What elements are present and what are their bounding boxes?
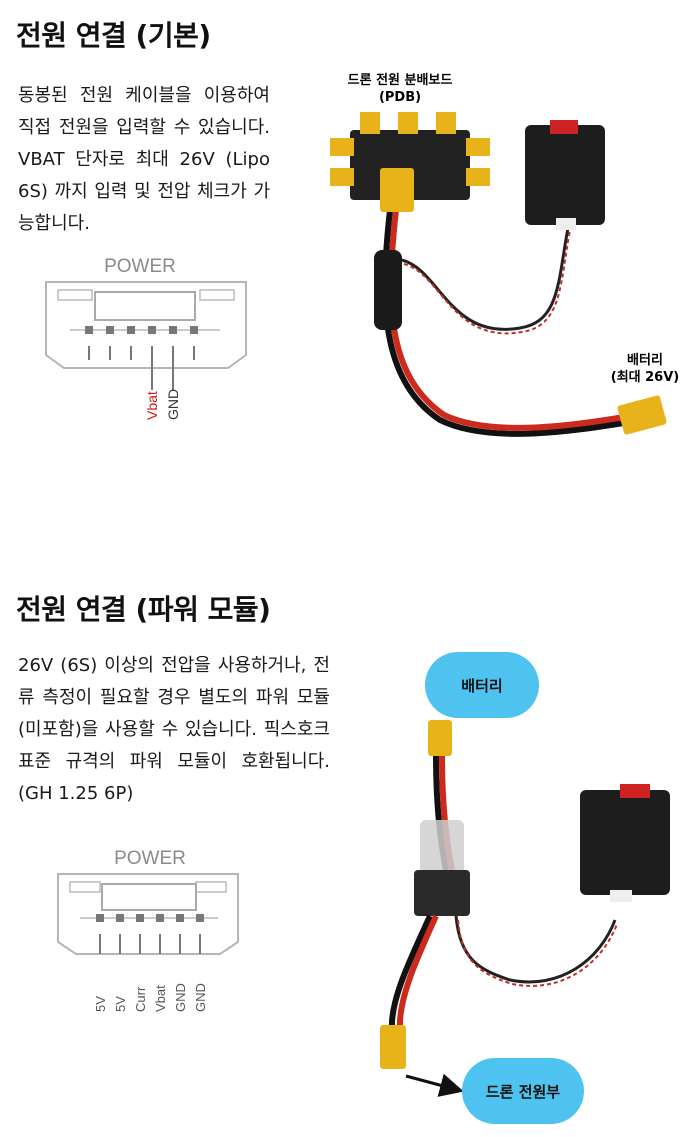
pin-label-curr: Curr (133, 986, 148, 1012)
power-connector-diagram: POWER 5V 5V Curr Vbat GND GND (57, 848, 239, 1012)
pin-label-gnd-1: GND (173, 983, 188, 1012)
drone-power-bubble: 드론 전원부 (462, 1058, 584, 1124)
basic-wiring-photo (330, 112, 667, 437)
pin-label-gnd-2: GND (193, 983, 208, 1012)
connector-title: POWER (104, 256, 176, 277)
power-module-wiring-photo (380, 720, 670, 1069)
section-title: 전원 연결 (파워 모듈) (16, 593, 271, 626)
pin-label-vbat: Vbat (153, 985, 168, 1012)
section-power-module: 전원 연결 (파워 모듈) 26V (6S) 이상의 전압을 사용하거나, 전류… (0, 570, 700, 1137)
battery-label: 배터리 (최대 26V) (610, 353, 680, 385)
section-title: 전원 연결 (기본) (16, 19, 211, 52)
pin-label-5v-1: 5V (93, 996, 108, 1012)
connector-title: POWER (114, 848, 186, 869)
pin-label-gnd: GND (165, 389, 181, 420)
power-connector-diagram: POWER Vbat GND (45, 256, 247, 420)
section-paragraph: 동봉된 전원 케이블을 이용하여 직접 전원을 입력할 수 있습니다. VBAT… (18, 85, 270, 234)
section-basic-power: 전원 연결 (기본) 동봉된 전원 케이블을 이용하여 직접 전원을 입력할 수… (0, 0, 700, 560)
arrow-icon (405, 1073, 464, 1097)
battery-bubble: 배터리 (425, 652, 539, 718)
pin-label-vbat: Vbat (144, 391, 160, 420)
pin-label-5v-2: 5V (113, 996, 128, 1012)
pdb-label: 드론 전원 분배보드 (PDB) (347, 73, 453, 105)
section-paragraph: 26V (6S) 이상의 전압을 사용하거나, 전류 측정이 필요할 경우 별도… (18, 655, 330, 804)
